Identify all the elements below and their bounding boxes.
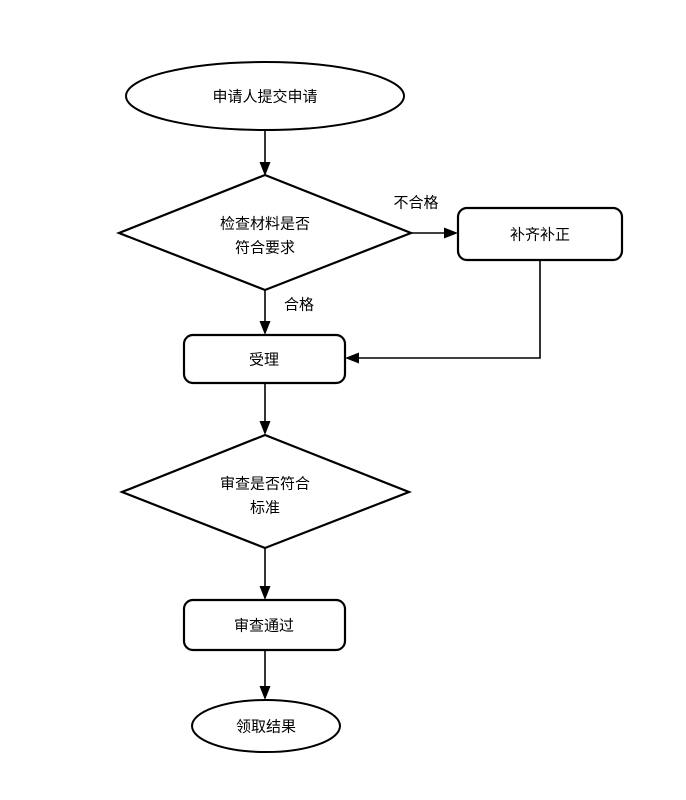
node-supplement[interactable]: 补齐补正 [456,206,624,262]
node-check-materials[interactable]: 检查材料是否 符合要求 [115,173,415,292]
node-review-passed-label: 审查通过 [234,617,294,635]
node-collect-result-label: 领取结果 [236,718,296,736]
node-supplement-label: 补齐补正 [510,226,570,244]
edge-check-to-supplement: 不合格 [393,194,458,239]
arrowhead-icon [444,227,458,239]
edge-accept-to-review [259,383,271,435]
node-review-passed-shape [182,598,347,652]
node-accept-shape [182,333,347,385]
node-collect-result[interactable]: 领取结果 [191,699,341,753]
edge-label-he-ge: 合格 [284,296,314,314]
edge-start-to-check [259,130,271,176]
arrowhead-icon [345,352,359,364]
node-check-materials-label-line2: 符合要求 [235,239,295,257]
arrowhead-icon [259,321,271,335]
node-supplement-shape [456,206,624,262]
node-start[interactable]: 申请人提交申请 [125,61,405,131]
edge-check-to-accept: 合格 [259,290,314,335]
node-accept[interactable]: 受理 [182,333,347,385]
arrowhead-icon [259,686,271,700]
node-start-label: 申请人提交申请 [212,88,317,106]
node-accept-label: 受理 [249,351,279,369]
arrowhead-icon [259,586,271,600]
node-review-standard-label-line1: 审查是否符合 [220,475,310,493]
edge-label-bu-he-ge: 不合格 [393,194,438,212]
edge-review-to-passed [259,548,271,600]
node-review-standard[interactable]: 审查是否符合 标准 [119,433,413,550]
node-review-passed[interactable]: 审查通过 [182,598,347,652]
node-collect-result-shape [191,699,341,753]
node-start-shape [125,61,405,131]
node-review-standard-shape [119,433,413,550]
node-review-standard-label-line2: 标准 [250,499,280,517]
arrowhead-icon [259,421,271,435]
edge-passed-to-collect [259,650,271,700]
edge-supplement-to-accept [345,260,541,364]
node-check-materials-label-line1: 检查材料是否 [220,215,310,233]
node-check-materials-shape [115,173,415,292]
arrowhead-icon [259,162,271,176]
